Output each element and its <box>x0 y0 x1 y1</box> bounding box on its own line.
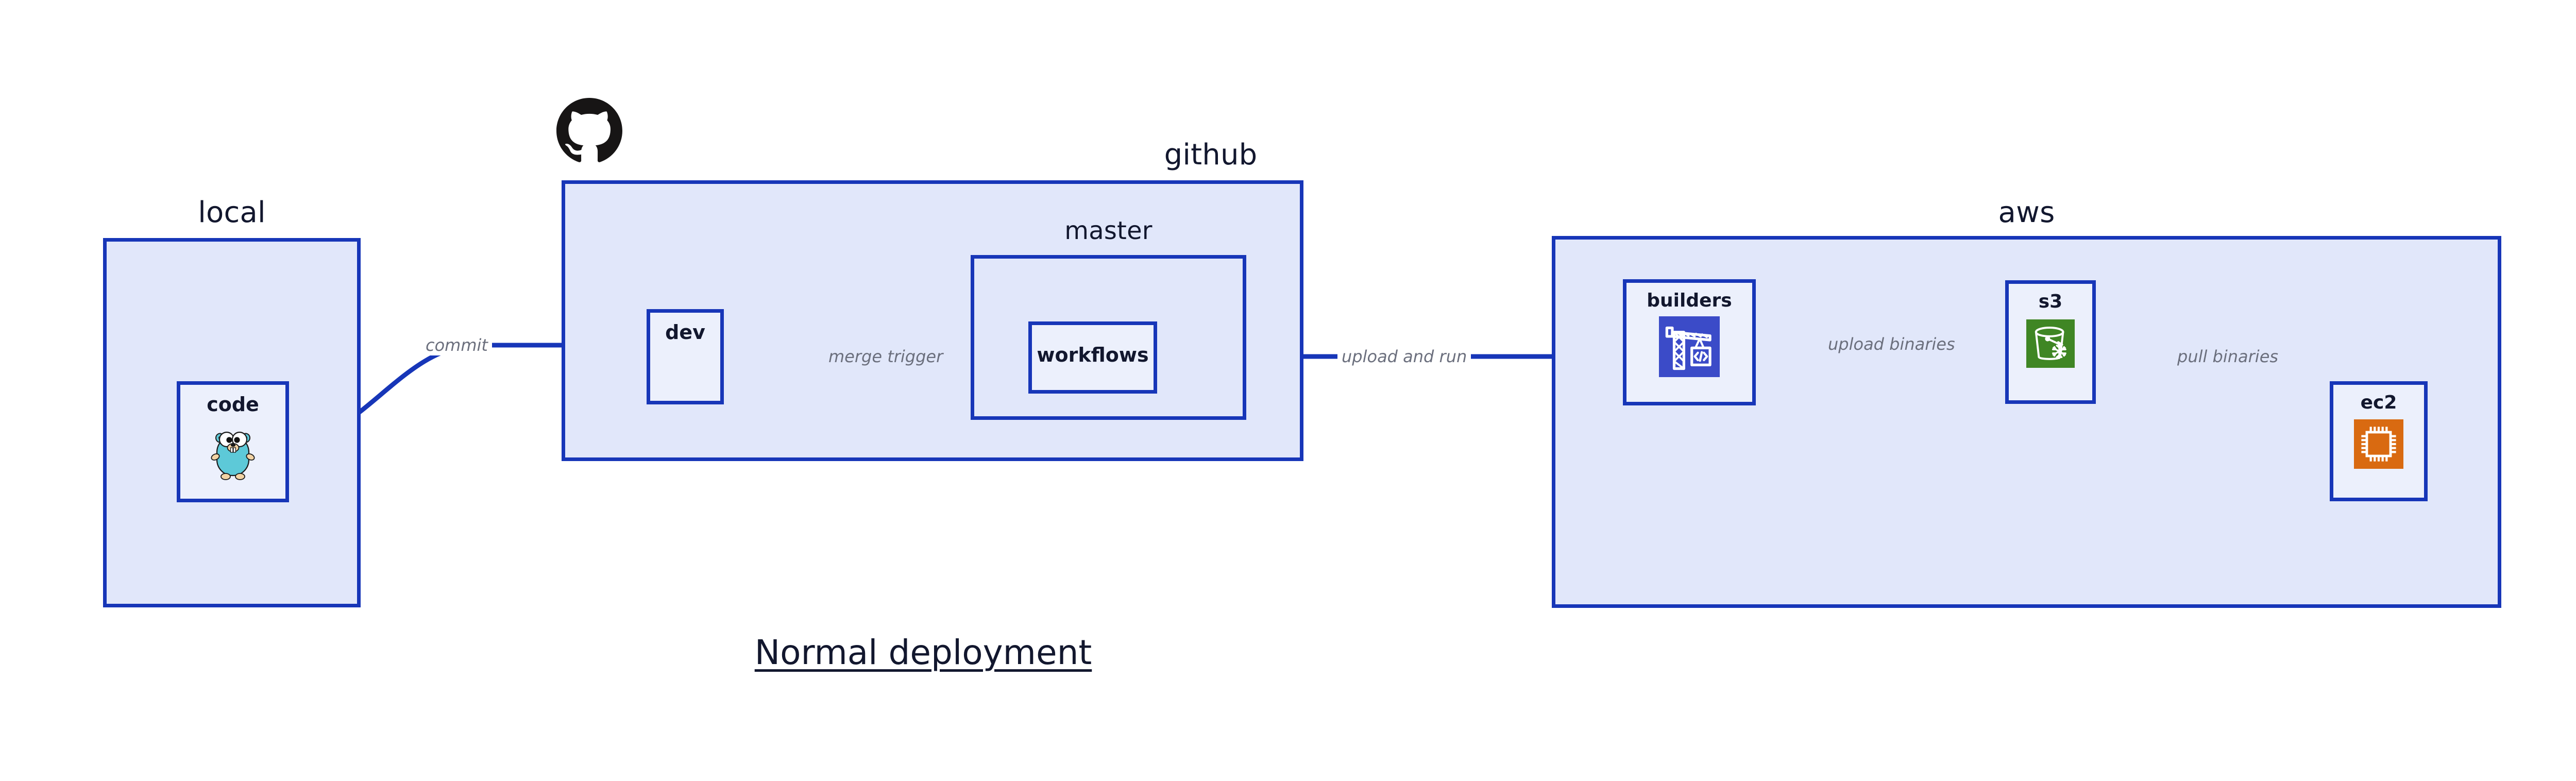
github-logo-wrap <box>556 98 622 166</box>
aws-ec2-cpu-chip-icon <box>2354 419 2403 469</box>
node-workflows-label: workflows <box>1037 344 1149 366</box>
node-ec2[interactable]: ec2 <box>2330 381 2428 501</box>
group-github-label: github <box>1164 138 1258 172</box>
node-s3-label: s3 <box>2038 291 2063 312</box>
node-s3[interactable]: s3 <box>2005 280 2096 404</box>
node-code-label: code <box>207 393 259 416</box>
go-gopher-icon <box>211 431 255 480</box>
node-builders-label: builders <box>1647 290 1732 311</box>
diagram-title: Normal deployment <box>754 633 1092 672</box>
group-local-label: local <box>198 196 266 229</box>
node-code[interactable]: code <box>177 381 289 502</box>
edge-label-upload-and-run: upload and run <box>1337 346 1471 367</box>
edge-label-pull-binaries: pull binaries <box>2173 346 2283 367</box>
edge-label-merge-trigger: merge trigger <box>824 346 947 367</box>
aws-s3-glacier-bucket-icon <box>2026 319 2075 368</box>
node-dev-label: dev <box>665 321 705 344</box>
github-octocat-logo <box>556 98 622 162</box>
node-dev[interactable]: dev <box>647 309 724 404</box>
group-aws-label: aws <box>1998 196 2055 229</box>
node-ec2-label: ec2 <box>2360 392 2397 413</box>
node-builders[interactable]: builders <box>1623 279 1756 405</box>
aws-codebuild-crane-icon <box>1659 316 1720 377</box>
node-workflows[interactable]: workflows <box>1028 321 1157 394</box>
edge-label-upload-binaries: upload binaries <box>1824 334 1959 354</box>
edge-label-commit: commit <box>421 335 492 355</box>
group-master-label: master <box>1064 216 1153 245</box>
